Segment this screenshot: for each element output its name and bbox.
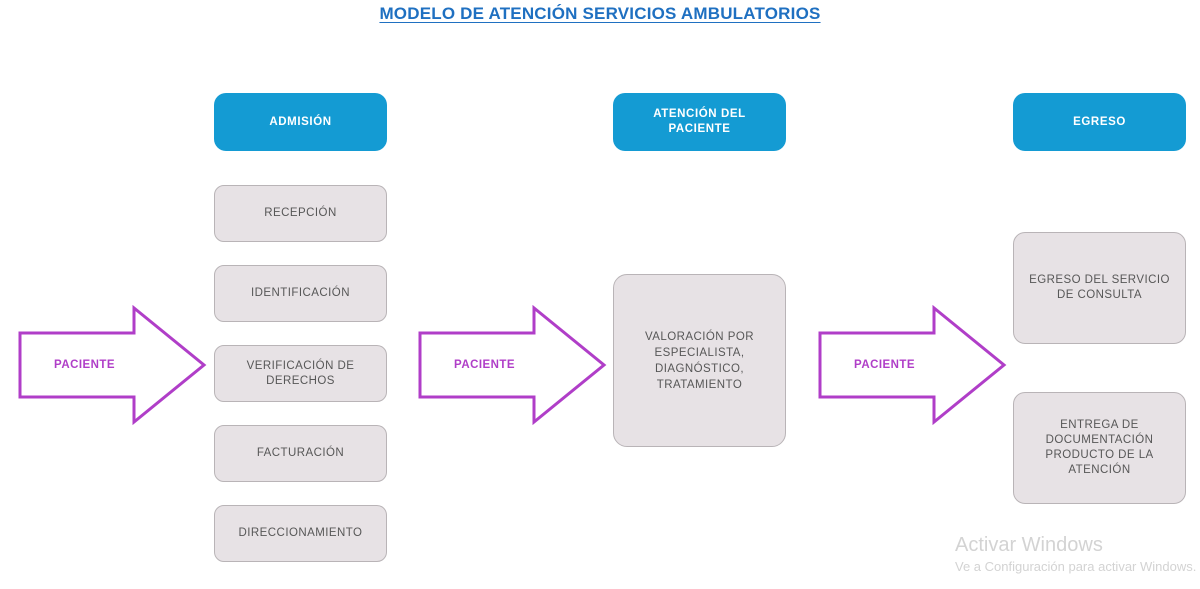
step-box-identificacion: IDENTIFICACIÓN (214, 265, 387, 322)
flow-arrow-3: PACIENTE (817, 305, 1007, 425)
arrow-right-icon (818, 305, 1007, 425)
stage-header-admision: ADMISIÓN (214, 93, 387, 151)
arrow-right-icon (18, 305, 207, 425)
flow-arrow-3-label: PACIENTE (854, 359, 915, 371)
stage-header-egreso: EGRESO (1013, 93, 1186, 151)
watermark-subtitle: Ve a Configuración para activar Windows. (955, 559, 1197, 574)
windows-activation-watermark: Activar Windows Ve a Configuración para … (955, 533, 1200, 576)
step-box-facturacion: FACTURACIÓN (214, 425, 387, 482)
step-box-verificacion-de-derechos: VERIFICACIÓN DE DERECHOS (214, 345, 387, 402)
step-box-valoracion-por-especialista: VALORACIÓN POR ESPECIALISTA, DIAGNÓSTICO… (613, 274, 786, 447)
flow-arrow-2: PACIENTE (417, 305, 607, 425)
step-box-recepcion: RECEPCIÓN (214, 185, 387, 242)
flow-arrow-2-label: PACIENTE (454, 359, 515, 371)
stage-header-atencion-del-paciente: ATENCIÓN DEL PACIENTE (613, 93, 786, 151)
step-box-egreso-del-servicio-de-consulta: EGRESO DEL SERVICIO DE CONSULTA (1013, 232, 1186, 344)
step-box-direccionamiento: DIRECCIONAMIENTO (214, 505, 387, 562)
step-box-entrega-de-documentacion: ENTREGA DE DOCUMENTACIÓN PRODUCTO DE LA … (1013, 392, 1186, 504)
page-title: MODELO DE ATENCIÓN SERVICIOS AMBULATORIO… (379, 4, 821, 23)
flow-arrow-1: PACIENTE (17, 305, 207, 425)
watermark-title: Activar Windows (955, 534, 1103, 556)
arrow-right-icon (418, 305, 607, 425)
flow-arrow-1-label: PACIENTE (54, 359, 115, 371)
